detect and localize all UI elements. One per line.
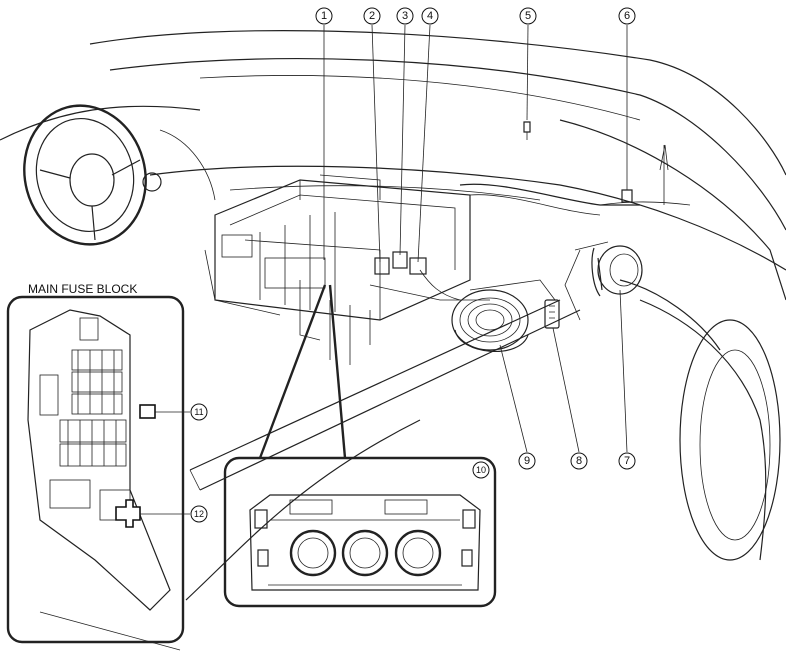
fuse-12-shape <box>115 499 141 528</box>
callout-2: 2 <box>363 7 381 25</box>
main-fuse-block-inset <box>6 295 185 644</box>
mode-knob <box>394 529 442 577</box>
wiring-harness-connectors <box>369 251 490 301</box>
callout-8: 8 <box>570 452 588 470</box>
callout-7: 7 <box>618 452 636 470</box>
callout-10-label: 10 <box>476 465 486 475</box>
callout-11-label: 11 <box>194 407 203 417</box>
callout-12-label: 12 <box>194 509 204 519</box>
fuse-11-shape <box>139 404 156 419</box>
fan-speed-knob <box>341 529 389 577</box>
callout-9: 9 <box>518 452 536 470</box>
vehicle-dashboard-outline <box>0 30 786 651</box>
temperature-knob <box>289 529 337 577</box>
callout-8-label: 8 <box>576 455 582 467</box>
callout-6: 6 <box>618 7 636 25</box>
climate-control-panel-inset <box>223 284 497 608</box>
callout-3: 3 <box>396 7 414 25</box>
callout-10: 10 <box>472 461 490 479</box>
callout-4: 4 <box>421 7 439 25</box>
callout-2-label: 2 <box>369 10 375 22</box>
callout-12: 12 <box>190 505 208 523</box>
callout-11: 11 <box>190 403 208 421</box>
callout-9-label: 9 <box>524 455 530 467</box>
callout-6-label: 6 <box>624 10 630 22</box>
heater-unit-assembly <box>204 174 640 365</box>
callout-leaders <box>136 24 628 515</box>
callout-7-label: 7 <box>624 455 630 467</box>
antenna-shape <box>659 144 669 205</box>
callout-1: 1 <box>315 7 333 25</box>
resistor-module <box>544 299 560 329</box>
steering-wheel <box>23 104 162 246</box>
ac-compressor <box>564 241 643 321</box>
blower-motor <box>451 279 556 353</box>
callout-5: 5 <box>519 7 537 25</box>
fuse-block-title: MAIN FUSE BLOCK <box>28 282 137 296</box>
callout-1-label: 1 <box>321 10 327 22</box>
callout-4-label: 4 <box>427 10 433 22</box>
sensor-5 <box>523 121 531 140</box>
callout-5-label: 5 <box>525 10 531 22</box>
callout-3-label: 3 <box>402 10 408 22</box>
sensor-6 <box>599 189 691 206</box>
